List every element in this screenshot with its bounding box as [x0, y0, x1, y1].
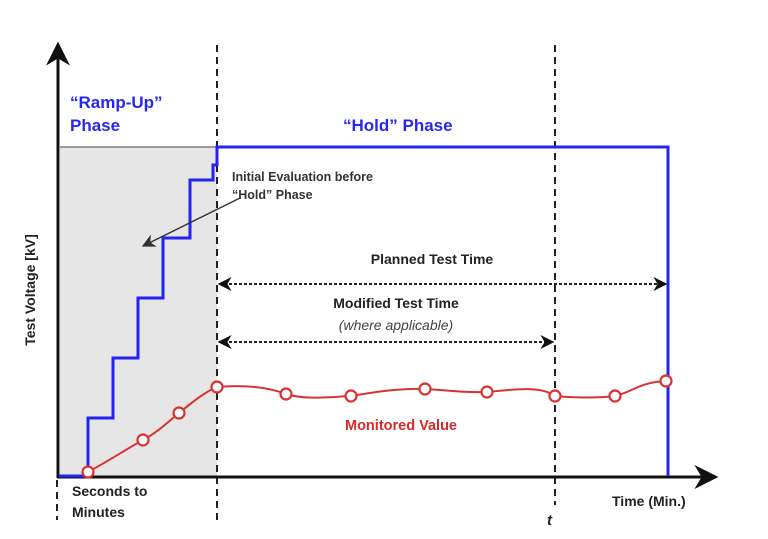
- data-point: [548, 389, 562, 403]
- hold-phase-label: “Hold” Phase: [343, 116, 453, 135]
- initial-evaluation-label-line2: “Hold” Phase: [232, 188, 313, 202]
- data-point: [172, 406, 186, 420]
- x-axis-label: Time (Min.): [612, 493, 686, 509]
- modified-test-time-note: (where applicable): [339, 317, 453, 333]
- ramp-up-phase-label-line1: “Ramp-Up”: [70, 93, 163, 112]
- ramp-up-phase-label-line2: Phase: [70, 116, 120, 135]
- ramp-duration-label-line2: Minutes: [72, 504, 125, 520]
- data-point: [279, 387, 293, 401]
- monitored-value-markers: [81, 374, 673, 479]
- monitored-value-label: Monitored Value: [345, 418, 457, 434]
- initial-evaluation-label-line1: Initial Evaluation before: [232, 170, 373, 184]
- t-marker-label: t: [547, 512, 553, 529]
- data-point: [418, 382, 432, 396]
- data-point: [210, 380, 224, 394]
- data-point: [344, 389, 358, 403]
- data-point: [659, 374, 673, 388]
- data-point: [480, 385, 494, 399]
- data-point: [136, 433, 150, 447]
- initial-evaluation-pointer-arrow: [141, 197, 241, 247]
- test-voltage-line: [58, 145, 670, 479]
- planned-test-time-label: Planned Test Time: [371, 251, 494, 267]
- ramp-duration-label-line1: Seconds to: [72, 483, 147, 499]
- data-point: [81, 465, 95, 479]
- data-point: [608, 389, 622, 403]
- modified-test-time-label: Modified Test Time: [333, 295, 459, 311]
- y-axis-label: Test Voltage [kV]: [22, 234, 38, 346]
